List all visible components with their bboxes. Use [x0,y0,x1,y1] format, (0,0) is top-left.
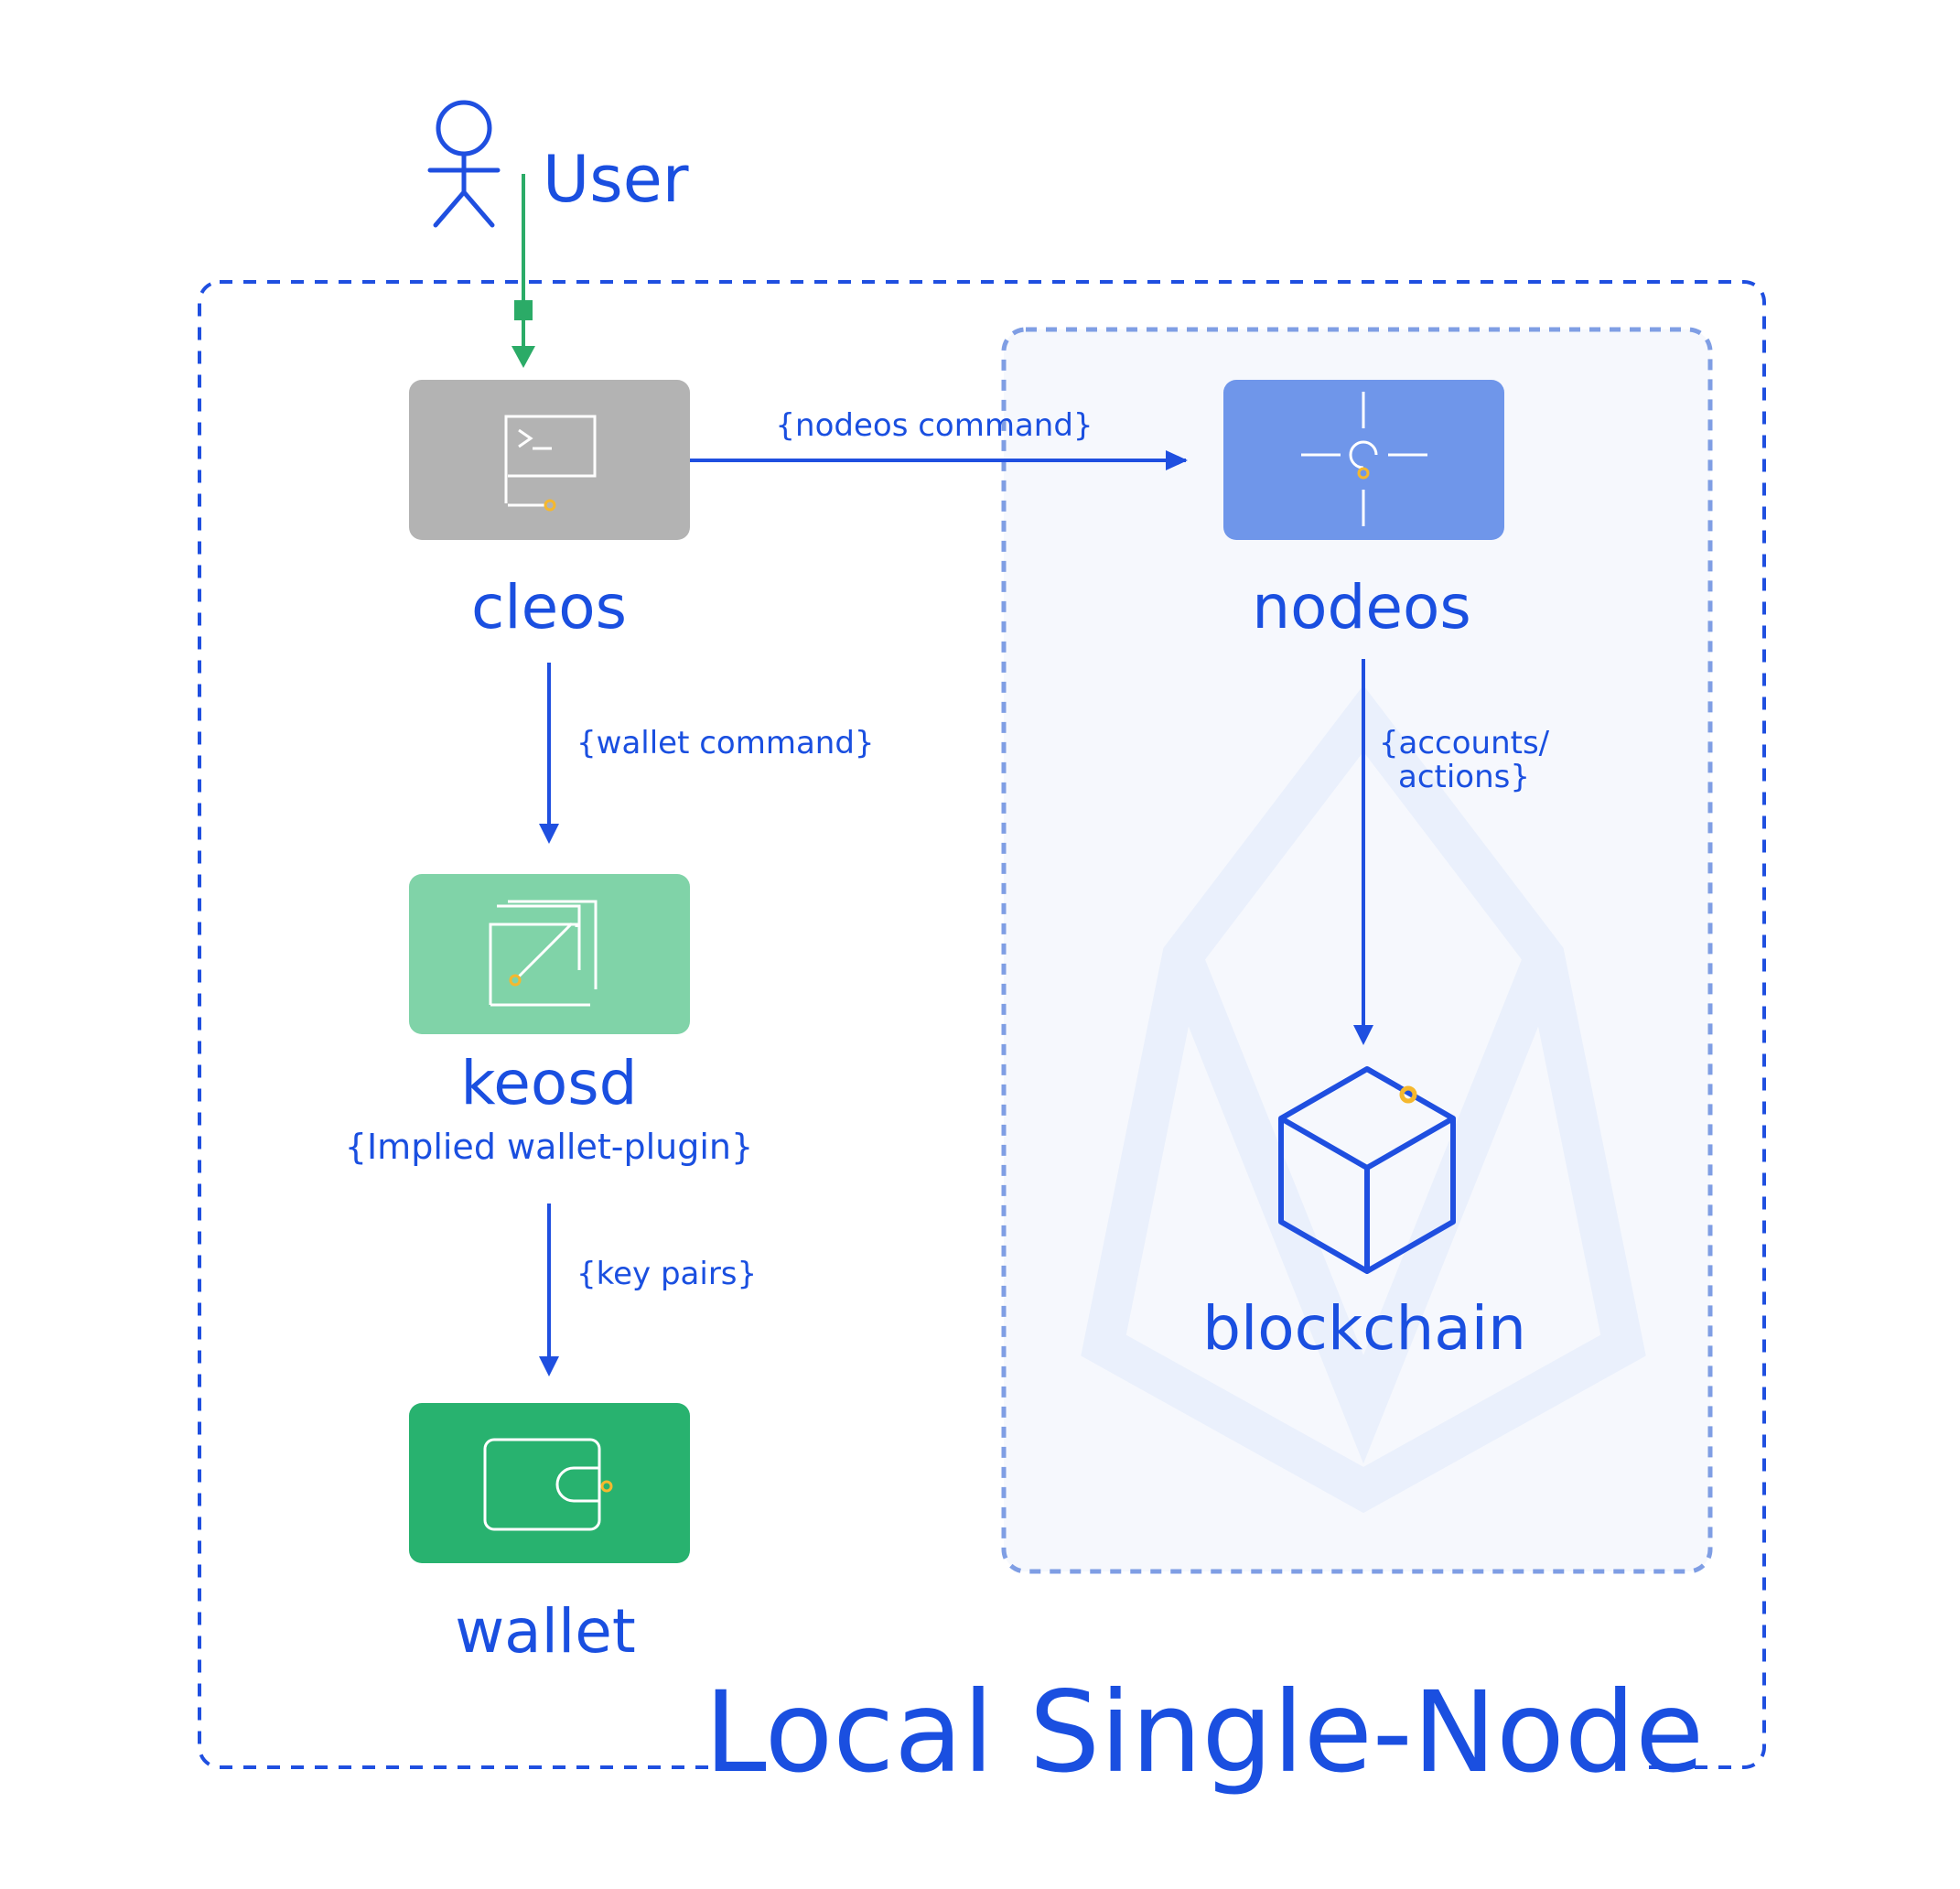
user-label: User [543,142,689,217]
cleos-label: cleos [471,572,627,642]
crosshair-icon [1301,392,1427,526]
nodeos-node[interactable] [1223,380,1504,540]
cleos-to-keosd-arrowhead [539,824,559,844]
group-title: Local Single-Node [705,1668,1704,1797]
title-gap [743,1721,1649,1812]
external-link-icon [489,900,598,1007]
blockchain-label: blockchain [1202,1293,1526,1364]
keosd-label: keosd [460,1048,637,1118]
cleos-node[interactable] [409,380,690,540]
edge-label-actions: actions} [1398,759,1530,795]
nodeos-to-blockchain-arrowhead [1353,1025,1373,1045]
edge-label-accounts: {accounts/ [1379,725,1550,761]
node-region [1001,327,1713,1574]
terminal-icon [504,415,597,512]
wallet-icon [483,1438,613,1531]
edge-label-nodeos-command: {nodeos command} [775,407,1093,444]
cube-icon [1278,1066,1456,1274]
keosd-sublabel: {Implied wallet-plugin} [345,1127,753,1167]
wallet-node[interactable] [409,1403,690,1563]
edge-label-wallet-command: {wallet command} [576,725,875,761]
user-to-cleos-arrow [512,174,535,368]
keosd-node[interactable] [409,874,690,1034]
user-actor-icon [427,100,501,228]
keosd-to-wallet-arrowhead [539,1356,559,1376]
eos-watermark [1081,685,1646,1514]
nodeos-label: nodeos [1252,572,1470,642]
edge-label-key-pairs: {key pairs} [576,1256,757,1292]
wallet-label: wallet [455,1596,636,1667]
